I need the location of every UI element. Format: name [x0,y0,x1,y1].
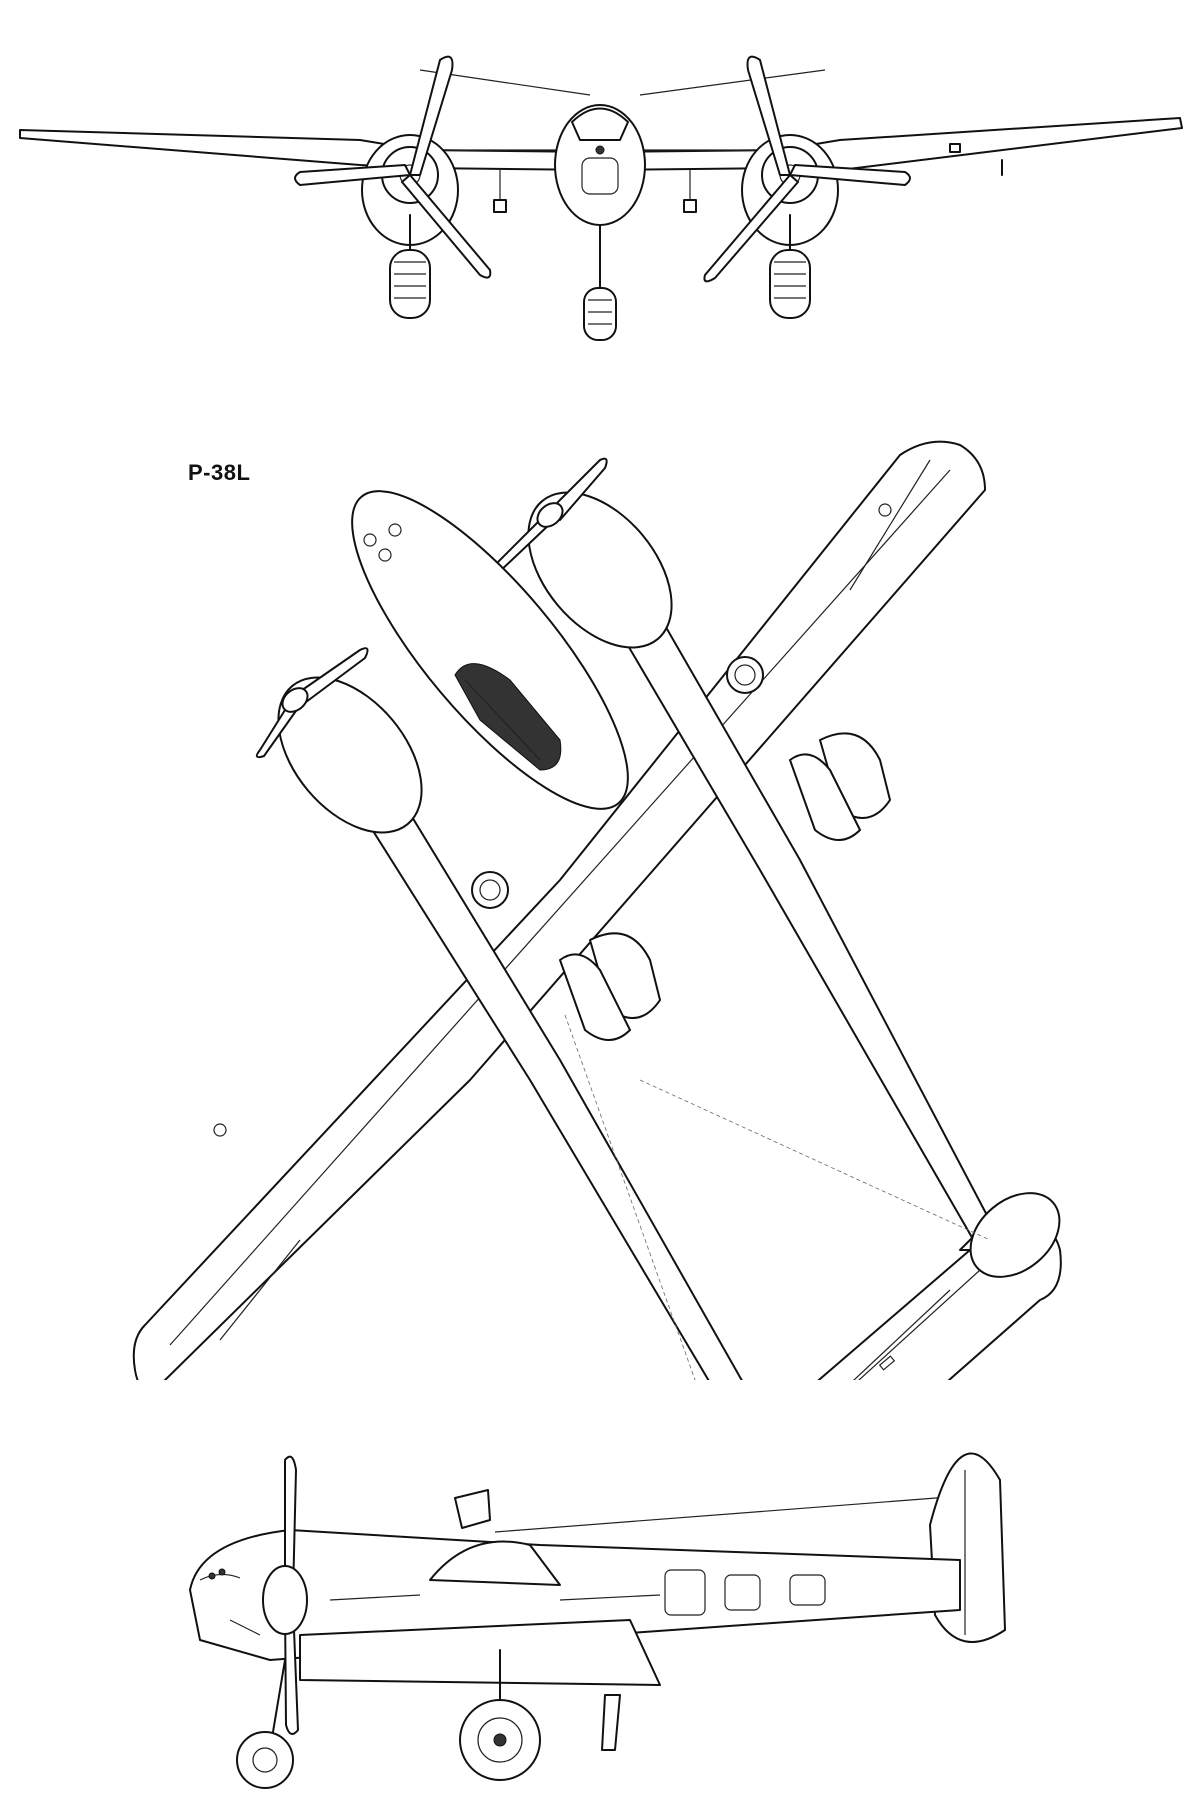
side-nose-wheel [236,1731,294,1789]
side-canopy [429,1540,561,1586]
left-prop-blade-1 [409,55,454,176]
cockpit-top [454,663,562,771]
side-spinner [262,1565,308,1635]
side-canopy-hatch [454,1489,491,1529]
side-tail-boom [189,1529,961,1661]
right-prop-blade-1 [746,55,791,176]
left-turbocharger [471,871,509,909]
left-prop-top-1 [294,647,369,706]
side-tail-fin [929,1452,1006,1643]
top-view-wing [132,440,986,1380]
front-canopy [571,107,629,141]
right-prop-top-1 [549,457,608,521]
side-wing-root [299,1619,661,1686]
top-view-drawing [0,360,1200,1380]
right-prop-blade-2 [789,164,911,186]
nose-wheel [583,287,617,341]
side-prop-blade-lower [284,1604,299,1735]
left-prop-blade-2 [294,164,411,186]
front-view-drawing [0,0,1200,360]
right-turbocharger [726,656,764,694]
right-main-wheel [769,249,811,319]
left-main-wheel [389,249,431,319]
right-prop-blade-3 [703,174,799,283]
left-engine-top [277,676,423,834]
right-fin-top [969,1192,1061,1278]
center-nacelle-top [351,490,629,810]
aircraft-designation-label: P-38L [188,460,251,485]
left-prop-top-2 [255,701,299,759]
right-engine-top [527,491,673,649]
side-view-drawing [0,1420,1200,1803]
left-prop-blade-3 [401,174,492,279]
